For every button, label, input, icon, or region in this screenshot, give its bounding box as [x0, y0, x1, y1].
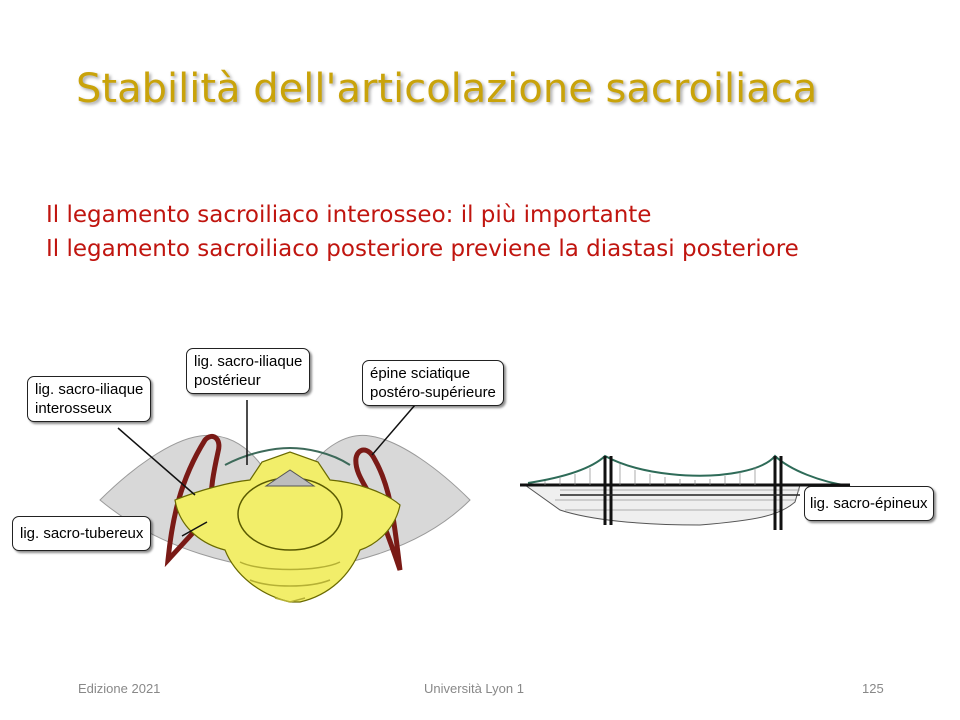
- footer-page-number: 125: [862, 681, 884, 696]
- label-sacrospinous: lig. sacro-épineux: [804, 486, 934, 521]
- label-sacrotuberous: lig. sacro-tubereux: [12, 516, 152, 551]
- bridge-drawing: [520, 454, 851, 530]
- anatomy-figure: lig. sacro-iliaque interosseux lig. sacr…: [0, 340, 960, 630]
- label-sacroiliac-interosseous: lig. sacro-iliaque interosseux: [27, 376, 152, 422]
- slide-title: Stabilità dell'articolazione sacroiliaca: [76, 66, 818, 112]
- body-line-interosseous: Il legamento sacroiliaco interosseo: il …: [46, 202, 652, 228]
- label-sciatic-spine: épine sciatique postéro-supérieure: [362, 360, 504, 406]
- anatomy-illustration: [99, 400, 851, 603]
- label-sacroiliac-posterior: lig. sacro-iliaque postérieur: [186, 348, 311, 394]
- slide-body: Il legamento sacroiliaco interosseo: il …: [46, 198, 799, 266]
- footer-university: Università Lyon 1: [424, 681, 524, 696]
- footer-edition: Edizione 2021: [78, 681, 161, 696]
- body-line-posterior: Il legamento sacroiliaco posteriore prev…: [46, 236, 799, 262]
- pelvis-drawing: [99, 400, 471, 603]
